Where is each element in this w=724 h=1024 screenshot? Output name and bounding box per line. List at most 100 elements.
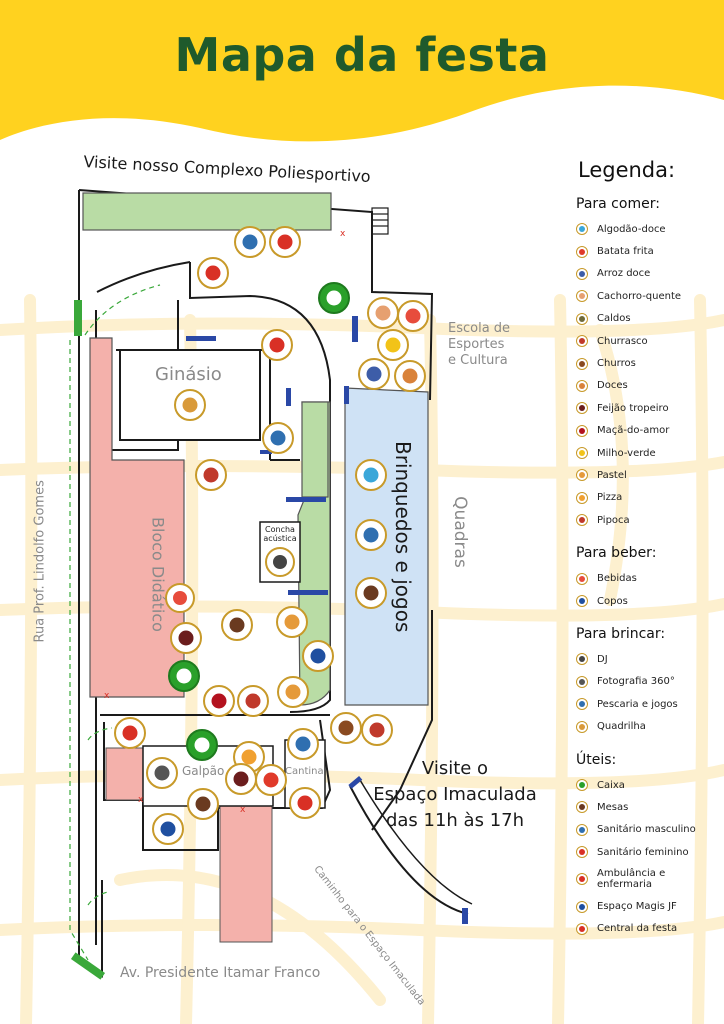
legend-item: Churrasco xyxy=(576,330,718,352)
green-lane-upper xyxy=(301,401,329,498)
legend-comer-title: Para comer: xyxy=(576,196,660,212)
legend-item-label: Fotografia 360° xyxy=(597,676,675,688)
quadras-label: Quadras xyxy=(450,496,470,568)
legend-item-label: Pipoca xyxy=(597,514,630,526)
sweets-icon xyxy=(394,360,426,392)
male-toilet-icon xyxy=(262,422,294,454)
visit-imaculada-label: Visite o Espaço Imaculada das 11h às 17h xyxy=(370,756,540,834)
fishing-icon xyxy=(576,698,588,711)
brinquedos-area xyxy=(344,387,429,706)
rice-pudding-icon xyxy=(358,358,390,390)
legend-item: Bebidas xyxy=(576,567,718,589)
fries-icon xyxy=(255,764,287,796)
escola-line-3: e Cultura xyxy=(448,353,508,368)
legend-item-label: DJ xyxy=(597,653,608,665)
visit-imaculada-line-1: Visite o xyxy=(421,758,489,779)
galpao-left-pink xyxy=(105,747,145,801)
hot-dog-icon xyxy=(367,297,399,329)
legend-item-label: Feijão tropeiro xyxy=(597,402,669,414)
churros-icon xyxy=(330,712,362,744)
legend-item: Pescaria e jogos xyxy=(576,693,718,715)
popcorn-icon xyxy=(361,714,393,746)
legend-item-label: Arroz doce xyxy=(597,268,651,280)
table-icon xyxy=(576,801,588,814)
first-aid-icon xyxy=(576,873,588,886)
legend-item-label: Algodão-doce xyxy=(597,223,666,235)
legend-item: Maçã-do-amor xyxy=(576,420,718,442)
fries-icon xyxy=(576,245,588,258)
legend-item: Feijão tropeiro xyxy=(576,397,718,419)
legend-brincar-title: Para brincar: xyxy=(576,626,666,643)
male-toilet-icon xyxy=(576,823,588,836)
brinquedos-label: Brinquedos e jogos xyxy=(391,441,415,633)
money-icon xyxy=(318,282,350,314)
page-title: Mapa da festa xyxy=(174,28,550,82)
table-icon xyxy=(355,577,387,609)
entry-markers xyxy=(70,300,468,980)
legend-item-label: Sanitário feminino xyxy=(597,846,689,858)
corn-icon xyxy=(576,447,588,460)
legend-title: Legenda: xyxy=(578,158,676,182)
legend-item: Batata frita xyxy=(576,240,718,262)
first-aid-icon xyxy=(197,257,229,289)
svg-text:x: x xyxy=(138,795,144,805)
entry-route xyxy=(69,284,161,961)
legend-item: Pipoca xyxy=(576,509,718,531)
escola-line-2: Esportes xyxy=(448,337,505,352)
fishing-icon xyxy=(355,519,387,551)
headphones-icon xyxy=(265,547,295,577)
female-toilet-icon xyxy=(289,787,321,819)
female-toilet-icon xyxy=(269,226,301,258)
stairs xyxy=(371,207,389,235)
legend-item-label: Central da festa xyxy=(597,923,678,935)
candy-apple-icon xyxy=(203,685,235,717)
table-icon xyxy=(221,609,253,641)
cup-icon xyxy=(302,640,334,672)
legend-item-label: Caldos xyxy=(597,313,631,325)
pastel-icon xyxy=(277,676,309,708)
male-toilet-icon xyxy=(234,226,266,258)
legend-beber-title: Para beber: xyxy=(576,545,657,562)
legend-item: Caldos xyxy=(576,308,718,330)
avenida-label: Av. Presidente Itamar Franco xyxy=(120,965,321,981)
popcorn-icon xyxy=(195,459,227,491)
camera-icon xyxy=(146,757,178,789)
legend-item: Copos xyxy=(576,590,718,612)
cotton-candy-icon xyxy=(576,223,588,236)
svg-text:x: x xyxy=(340,229,346,239)
magis-icon xyxy=(576,900,588,913)
poi-layer xyxy=(114,226,429,845)
legend-item-label: Churros xyxy=(597,358,636,370)
female-toilet-icon xyxy=(261,329,293,361)
legend-item: Milho-verde xyxy=(576,442,718,464)
churros-icon xyxy=(576,357,588,370)
legend-item: DJ xyxy=(576,648,718,670)
concha-label: Concha acústica xyxy=(262,525,298,543)
bloco-label: Bloco Didático xyxy=(148,517,168,632)
legend-item-label: Caixa xyxy=(597,779,625,791)
beans-icon xyxy=(225,763,257,795)
escola-line-1: Escola de xyxy=(448,321,511,336)
legend-item: Cachorro-quente xyxy=(576,285,718,307)
corn-icon xyxy=(377,329,409,361)
money-icon xyxy=(576,779,588,791)
camera-icon xyxy=(576,675,588,688)
legend-item: Ambulância e enfermaria xyxy=(576,863,718,895)
legend-item-label: Mesas xyxy=(597,801,629,813)
legend-item-label: Quadrilha xyxy=(597,721,646,733)
legend-item: Algodão-doce xyxy=(576,218,718,240)
legend-item: Mesas xyxy=(576,796,718,818)
popcorn-icon xyxy=(576,514,588,527)
beans-icon xyxy=(170,622,202,654)
galpao-label: Galpão xyxy=(182,764,225,778)
rua-label: Rua Prof. Lindolfo Gomes xyxy=(32,480,48,643)
legend-item-label: Churrasco xyxy=(597,335,648,347)
legend-item-label: Doces xyxy=(597,380,628,392)
sweets-icon xyxy=(576,379,588,392)
bloco-didatico-area xyxy=(89,337,185,698)
